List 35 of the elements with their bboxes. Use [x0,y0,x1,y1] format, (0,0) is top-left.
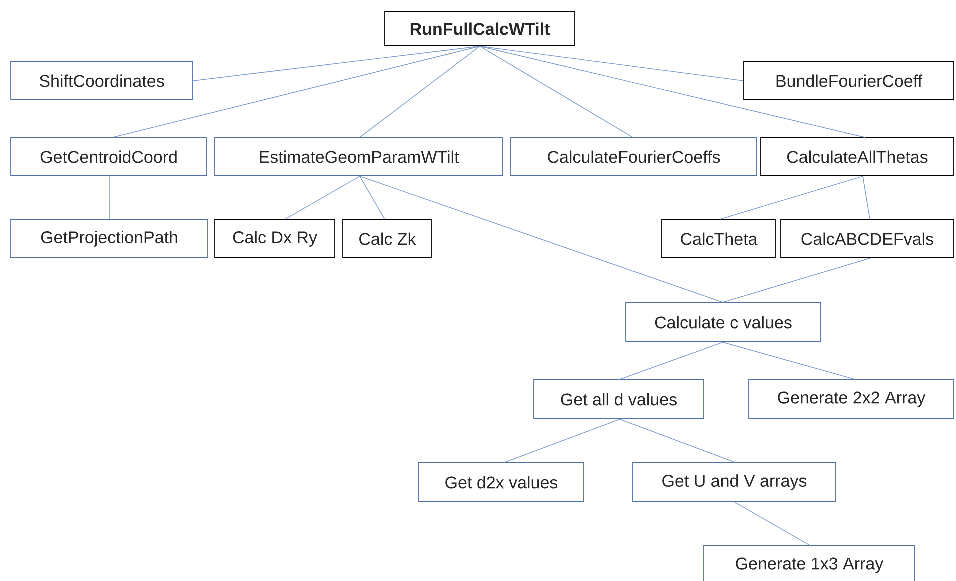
process-box: RunFullCalcWTilt [384,12,576,46]
process-box: Get all d values [534,380,704,420]
process-box: Get U and V arrays [632,462,836,502]
process-box: CalcABCDEFvals [780,220,954,258]
process-box: ShiftCoordinates [10,62,194,100]
connector-line [720,176,864,220]
process-box: CalculateFourierCoeffs [510,138,758,176]
connector-line [620,419,736,463]
process-box: EstimateGeomParamWTilt [214,138,504,176]
connector-line [620,342,724,380]
connector-line [722,342,856,380]
connector-line [360,46,480,138]
process-box: BundleFourierCoeff [744,62,954,100]
connector-line [504,419,620,463]
connector-line [722,258,870,303]
process-box: CalculateAllThetas [760,138,954,176]
connector-line [112,46,480,138]
process-box: Generate 1x3 Array [704,546,916,581]
process-box: Get d2x values [418,462,584,502]
process-box: CalcTheta [662,220,776,258]
connector-line [734,502,810,546]
connector-line [360,176,386,220]
connector-line [360,176,724,303]
connector-line [480,46,744,82]
process-box: GetCentroidCoord [10,138,208,176]
connector-line [862,176,870,220]
connector-line [284,176,360,220]
connector-line [480,46,866,138]
process-box: GetProjectionPath [10,220,208,258]
process-box: Generate 2x2 Array [748,380,954,420]
process-box: Calc Zk [342,220,432,258]
connector-line [193,46,480,82]
connector-line [480,46,634,138]
process-box: Calculate c values [626,302,822,342]
process-box: Calc Dx Ry [214,220,336,258]
